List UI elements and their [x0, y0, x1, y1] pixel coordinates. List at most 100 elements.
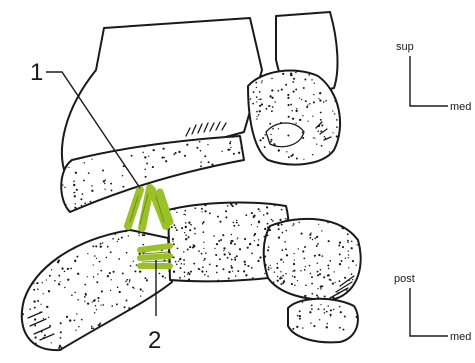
stipple-dot [87, 302, 89, 304]
stipple-dot [292, 271, 293, 272]
stipple-dot [189, 178, 191, 180]
stipple-dot [98, 300, 99, 301]
stipple-dot [365, 257, 367, 259]
stipple-dot [271, 297, 272, 298]
stipple-dot [256, 101, 257, 102]
stipple-dot [309, 103, 311, 105]
stipple-dot [54, 280, 56, 282]
stipple-dot [339, 280, 341, 282]
stipple-dot [276, 267, 278, 269]
stipple-dot [67, 279, 69, 281]
stipple-dot [21, 231, 23, 233]
stipple-dot [51, 342, 52, 343]
stipple-dot [230, 203, 232, 205]
stipple-dot [58, 228, 59, 229]
stipple-dot [171, 203, 173, 205]
stipple-dot [152, 166, 154, 168]
stipple-dot [299, 340, 301, 342]
stipple-dot [236, 255, 238, 257]
stipple-dot [58, 347, 60, 349]
stipple-dot [122, 186, 124, 188]
stipple-dot [293, 223, 295, 225]
stipple-dot [219, 221, 221, 223]
stipple-dot [299, 310, 301, 312]
stipple-dot [289, 334, 291, 336]
stipple-dot [21, 251, 23, 253]
stipple-dot [76, 345, 77, 346]
stipple-dot [179, 258, 181, 260]
stipple-dot [44, 238, 46, 240]
stipple-dot [229, 253, 231, 255]
stipple-dot [334, 113, 335, 114]
stipple-dot [127, 283, 129, 285]
stipple-dot [201, 193, 203, 195]
stipple-dot [291, 299, 293, 301]
stipple-dot [83, 339, 84, 340]
stipple-dot [209, 195, 210, 196]
stipple-dot [266, 212, 268, 214]
stipple-dot [207, 177, 209, 179]
stipple-dot [126, 300, 128, 302]
stipple-dot [257, 226, 258, 227]
stipple-dot [91, 190, 93, 192]
stipple-dot [91, 327, 93, 329]
stipple-dot [187, 236, 189, 238]
stipple-dot [344, 130, 346, 132]
stipple-dot [111, 189, 113, 191]
stipple-dot [259, 110, 261, 112]
stipple-dot [64, 187, 65, 188]
stipple-dot [100, 243, 102, 245]
stipple-dot [33, 271, 35, 273]
stipple-dot [19, 250, 21, 252]
stipple-dot [128, 235, 129, 236]
stipple-dot [92, 245, 94, 247]
stipple-dot [316, 143, 317, 144]
stipple-dot [74, 292, 76, 294]
stipple-dot [300, 213, 302, 215]
stipple-dot [199, 141, 201, 143]
stipple-dot [104, 189, 105, 190]
stipple-dot [57, 261, 59, 263]
stipple-dot [230, 141, 231, 142]
stipple-dot [219, 258, 221, 260]
stipple-dot [287, 94, 289, 96]
stipple-dot [223, 250, 224, 251]
stipple-dot [259, 211, 260, 212]
stipple-dot [339, 263, 341, 265]
stipple-dot [288, 156, 290, 158]
stipple-dot [340, 147, 342, 149]
stipple-dot [293, 270, 295, 272]
stipple-dot [58, 283, 60, 285]
stipple-dot [260, 98, 262, 100]
stipple-dot [188, 278, 190, 280]
stipple-dot [37, 288, 39, 290]
stipple-dot [286, 254, 288, 256]
stipple-dot [311, 305, 313, 307]
stipple-dot [357, 244, 358, 245]
stipple-dot [319, 319, 320, 320]
stipple-dot [317, 262, 318, 263]
stipple-dot [318, 254, 320, 256]
stipple-dot [327, 305, 329, 307]
stipple-dot [255, 155, 257, 157]
stipple-dot [326, 323, 328, 325]
stipple-dot [268, 266, 270, 268]
stipple-dot [192, 246, 194, 248]
stipple-dot [259, 139, 261, 141]
stipple-dot [308, 120, 309, 121]
stipple-dot [126, 252, 128, 254]
stipple-dot [234, 259, 236, 261]
stipple-dot [284, 241, 286, 243]
stipple-dot [37, 282, 39, 284]
stipple-dot [310, 232, 311, 233]
stipple-dot [163, 329, 165, 331]
stipple-dot [125, 200, 127, 202]
stipple-dot [60, 246, 62, 248]
stipple-dot [181, 227, 183, 229]
stipple-dot [254, 240, 255, 241]
stipple-dot [202, 266, 204, 268]
stipple-dot [304, 269, 306, 271]
stipple-dot [233, 225, 235, 227]
stipple-dot [251, 267, 253, 269]
stipple-dot [343, 329, 345, 331]
